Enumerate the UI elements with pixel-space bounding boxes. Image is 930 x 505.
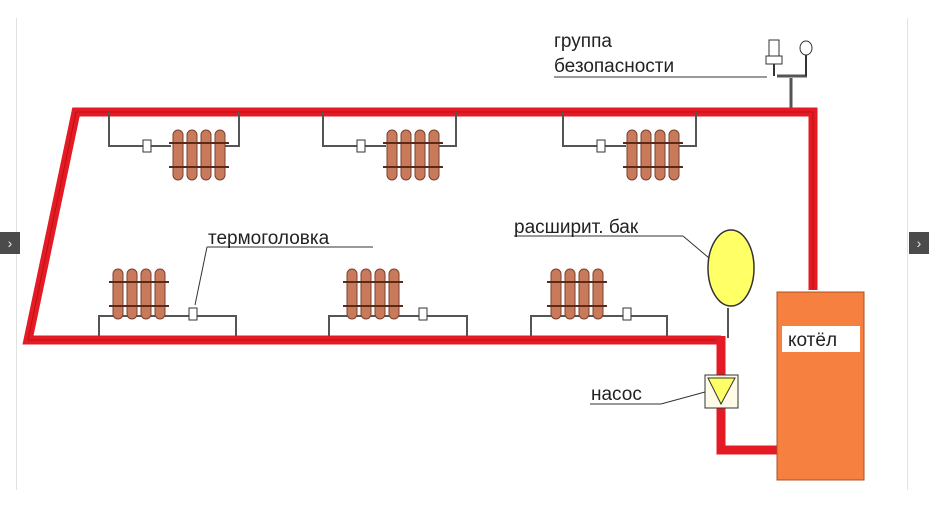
- prev-arrow-icon[interactable]: ›: [0, 232, 20, 254]
- boiler-label-bg: [782, 326, 860, 352]
- radiator-bottom-3: [530, 268, 668, 336]
- next-arrow-icon[interactable]: ›: [909, 232, 929, 254]
- thermo-head-label: термоголовка: [208, 228, 330, 249]
- radiator-bottom-1: [98, 268, 237, 336]
- safety-group: [765, 39, 813, 108]
- boiler-label: котёл: [788, 330, 837, 351]
- radiator-top-1: [108, 112, 240, 181]
- pipe-loop: [22, 107, 818, 455]
- diagram-frame: группа безопасности термоголовка расшири…: [16, 18, 908, 490]
- expansion-tank: [707, 229, 755, 338]
- radiator-top-2: [322, 112, 457, 181]
- heating-diagram: группа безопасности термоголовка расшири…: [22, 31, 865, 481]
- pump-label: насос: [591, 384, 642, 405]
- safety-group-label-line2: безопасности: [554, 56, 674, 77]
- expansion-tank-label: расширит. бак: [514, 217, 639, 238]
- radiator-top-3: [562, 112, 697, 181]
- pump: [704, 374, 739, 409]
- leader-lines: [194, 76, 767, 405]
- safety-group-label-line1: группа: [554, 31, 612, 52]
- radiator-bottom-2: [328, 268, 468, 336]
- boiler: [776, 291, 865, 481]
